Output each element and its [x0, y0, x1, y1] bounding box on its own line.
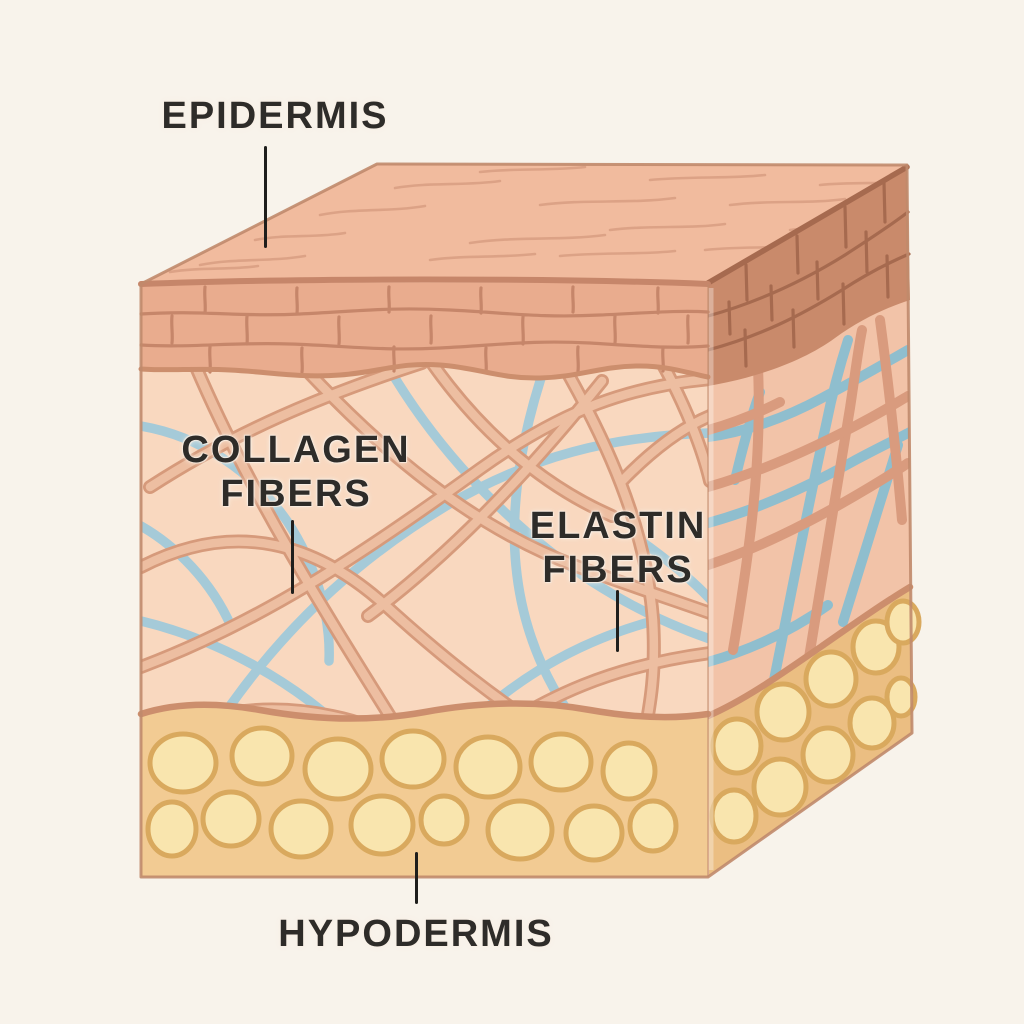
top-right-corner-edge [705, 164, 910, 286]
block-outline [139, 162, 914, 879]
label-collagen-line1: COLLAGEN [181, 429, 411, 471]
label-collagen-fibers: COLLAGEN FIBERS [181, 428, 410, 516]
dermis-hypodermis-boundary-front [137, 700, 712, 722]
hypodermis-pointer-line [415, 852, 418, 904]
label-elastin-line2: FIBERS [542, 549, 694, 591]
label-hypodermis: HYPODERMIS [278, 912, 553, 956]
fat-cells-front [145, 725, 679, 863]
elastin-pointer-line [616, 590, 619, 652]
dermis-hypodermis-boundary-right [704, 583, 914, 720]
epidermis-pointer-line [264, 146, 267, 248]
collagen-pointer-line [291, 520, 294, 594]
label-epidermis: EPIDERMIS [161, 94, 388, 138]
epidermis-right-brick-lines [706, 181, 911, 368]
collagen-fibers-right [708, 315, 912, 705]
epidermis-front-brick-lines [139, 285, 710, 374]
top-front-corner-edge [138, 276, 711, 287]
front-face [137, 276, 712, 877]
label-collagen-line2: FIBERS [220, 473, 372, 515]
epidermis-front-face [141, 283, 708, 379]
label-epidermis-text: EPIDERMIS [161, 95, 389, 137]
label-hypodermis-text: HYPODERMIS [278, 913, 554, 955]
right-face [704, 164, 922, 877]
label-elastin-fibers: ELASTIN FIBERS [530, 504, 707, 592]
label-elastin-line1: ELASTIN [529, 505, 707, 547]
epidermis-dermis-boundary-front [138, 361, 711, 381]
